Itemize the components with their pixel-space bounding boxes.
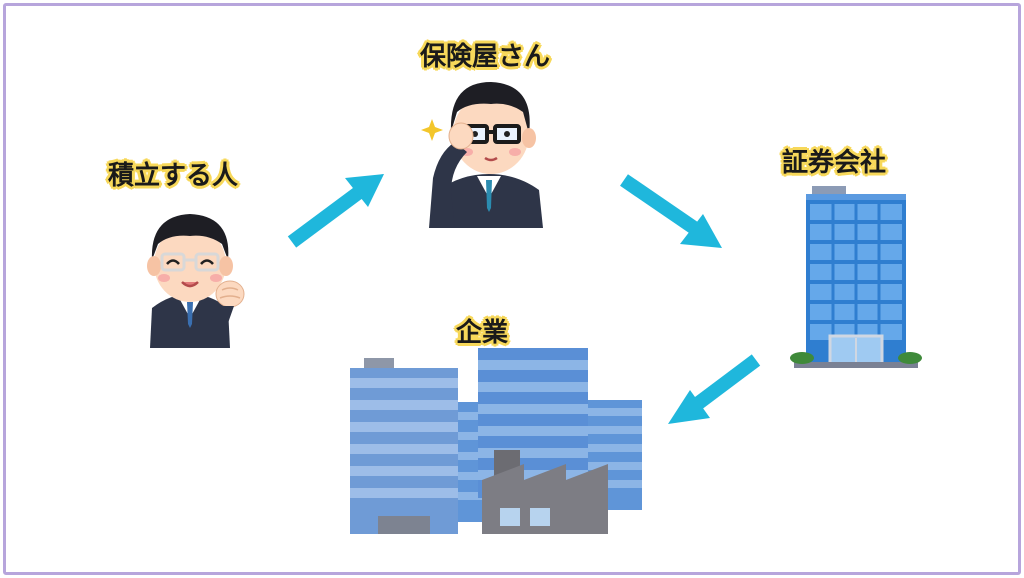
securities-label: 証券会社: [782, 148, 887, 178]
businessman-adjusting-glasses-icon: [421, 82, 543, 228]
office-buildings-and-factory-icon: [350, 348, 642, 534]
arrow-securities-to-company: [668, 354, 761, 424]
arrow-insurer-to-securities: [620, 174, 722, 248]
arrow-saver-to-insurer: [287, 174, 384, 248]
office-tower-icon: [790, 186, 922, 368]
happy-businessman-icon: [147, 214, 245, 348]
saver-label: 積立する人: [108, 161, 239, 191]
company-label: 企業: [456, 318, 509, 348]
insurer-label: 保険屋さん: [420, 42, 551, 72]
